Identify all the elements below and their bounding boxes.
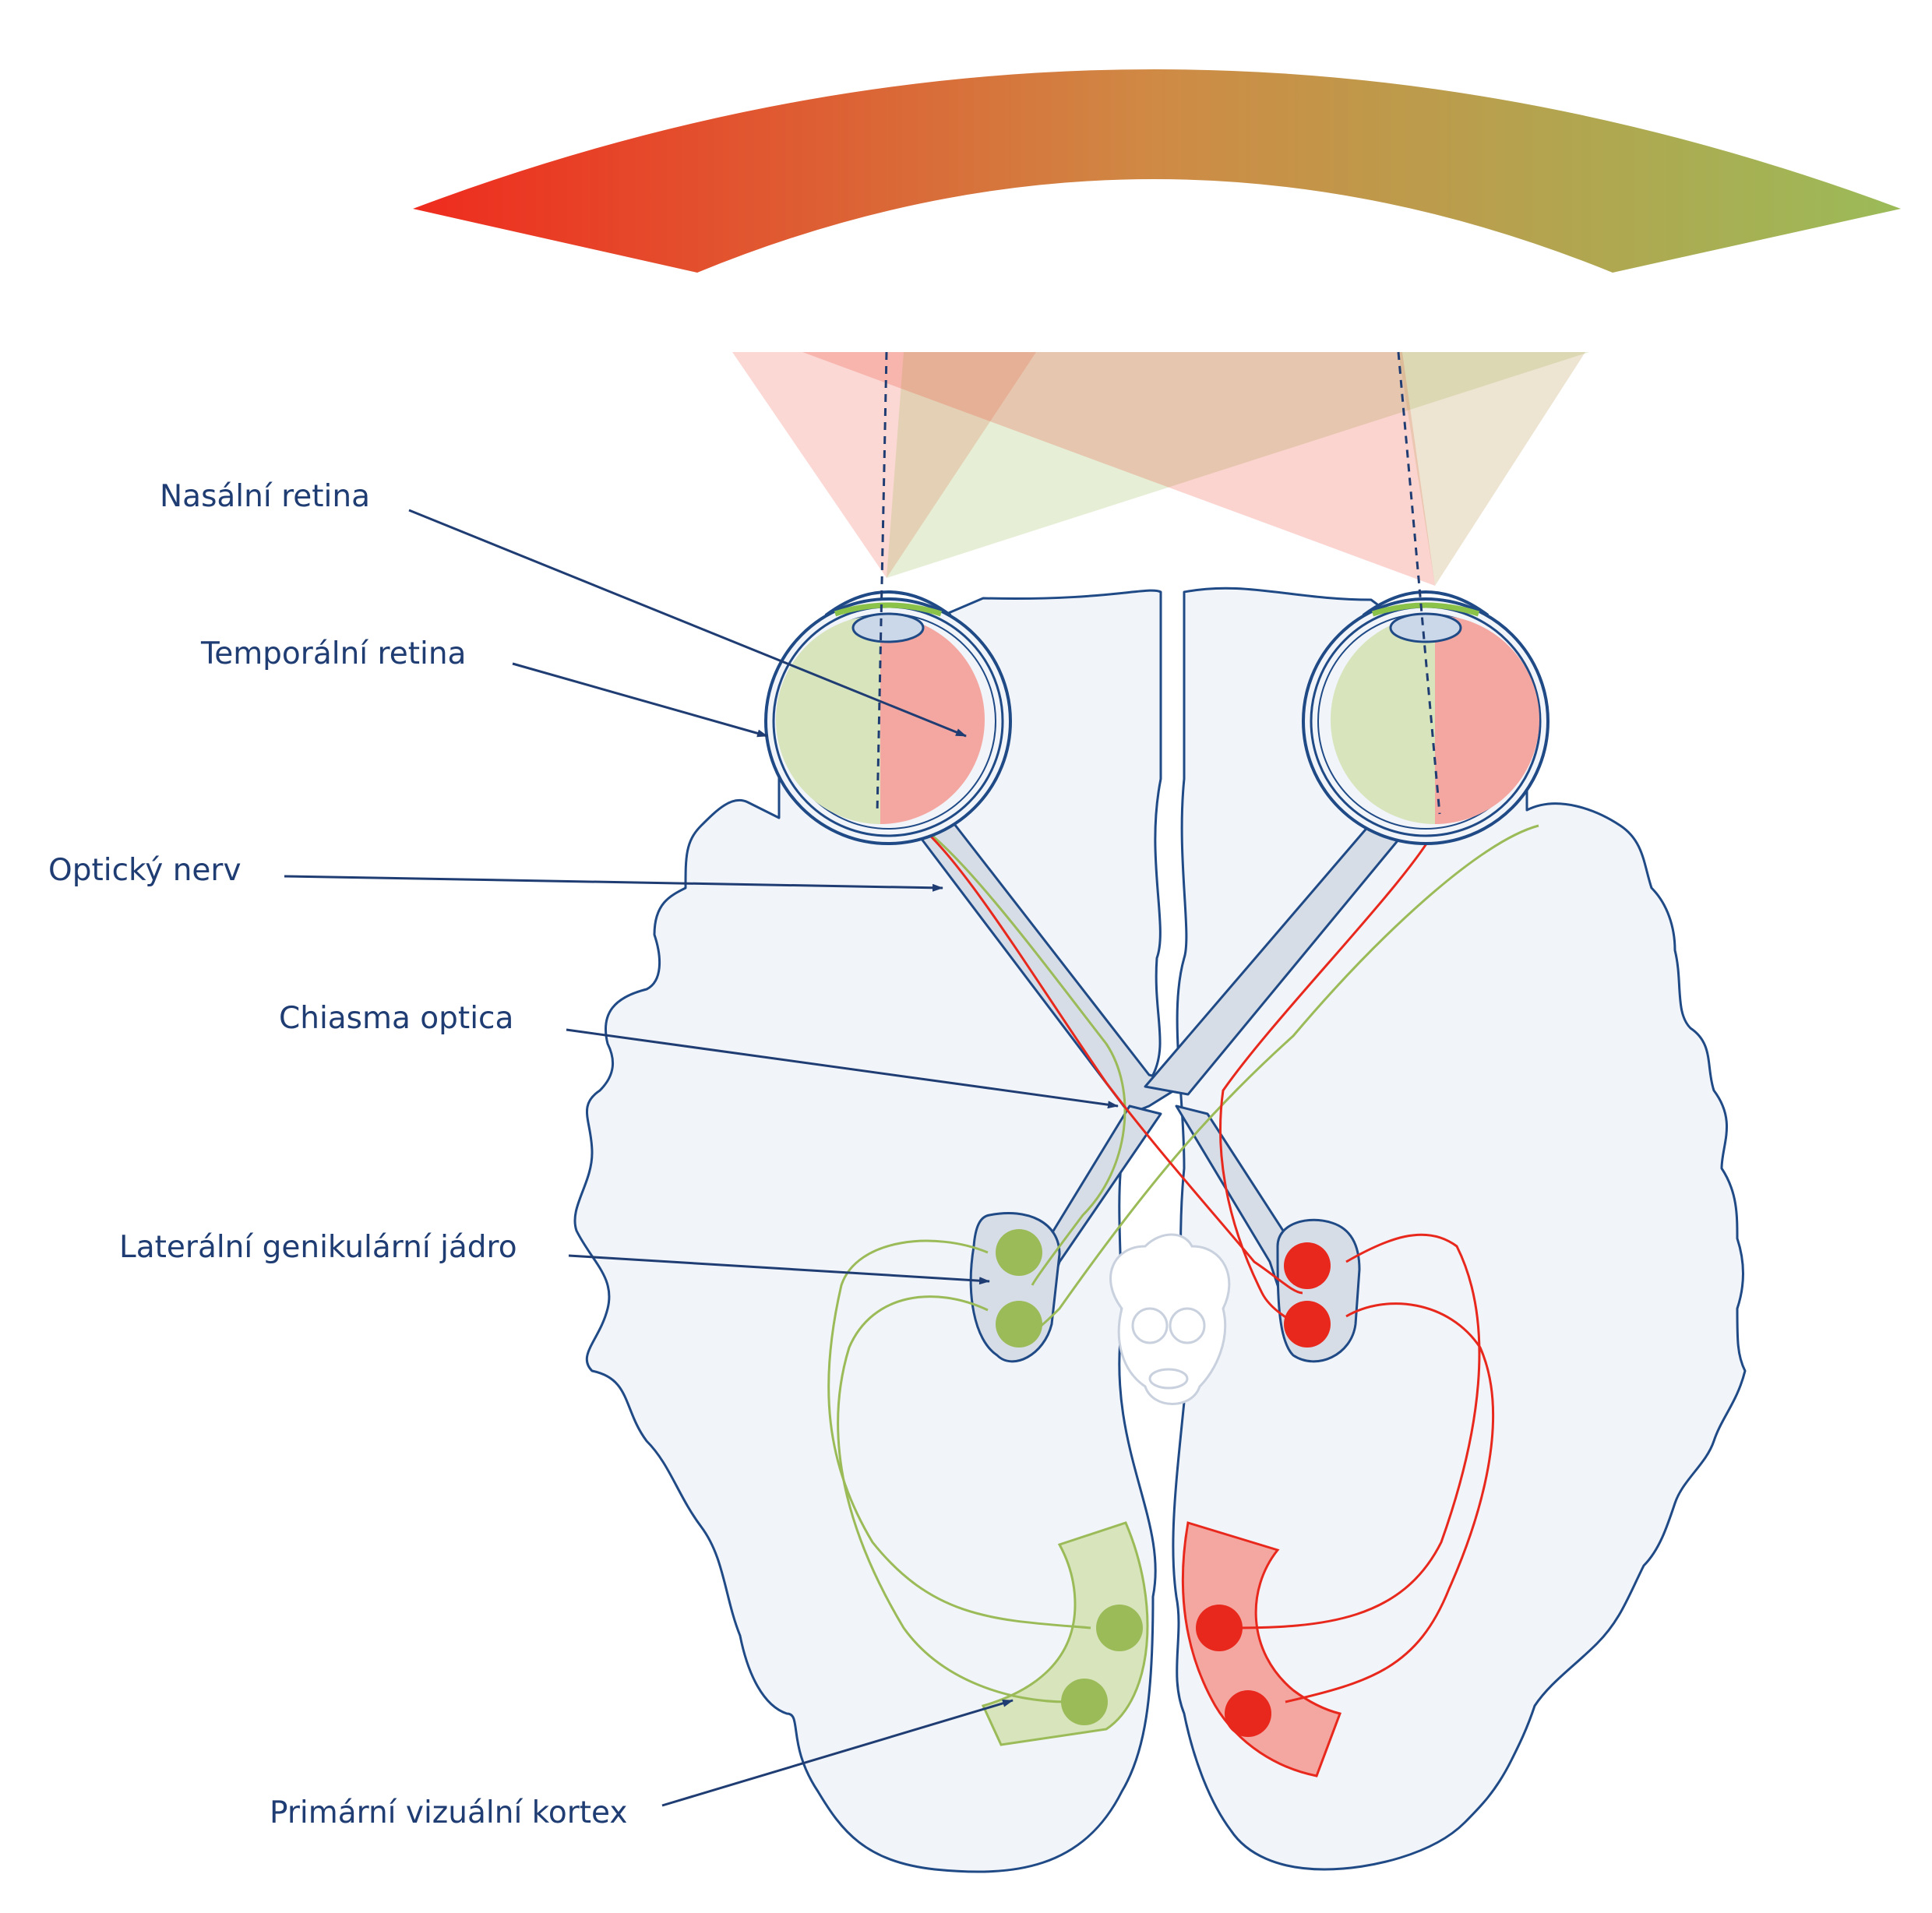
pointer-optic-chiasm bbox=[566, 1028, 1119, 1109]
right-eye-temporal-retina bbox=[1435, 615, 1539, 824]
visual-field-arc bbox=[413, 69, 1901, 273]
visual-cortex-left bbox=[981, 1521, 1149, 1746]
left-eye bbox=[764, 351, 1012, 845]
left-eye-cornea bbox=[824, 590, 952, 617]
label-lgn: Laterální genikulární jádro bbox=[119, 1230, 517, 1265]
lgn-right-upper-dot bbox=[1284, 1242, 1331, 1289]
left-eye-lens bbox=[851, 612, 925, 643]
midbrain-aqueduct bbox=[1148, 1368, 1189, 1390]
field-of-view-cones bbox=[732, 352, 1589, 586]
lgn-right-lower-dot bbox=[1284, 1301, 1331, 1348]
label-visual-cortex: Primární vizuální kortex bbox=[270, 1795, 627, 1830]
visual-cortex-right bbox=[1181, 1521, 1341, 1777]
pointer-lgn bbox=[568, 1254, 990, 1285]
label-optic-nerve: Optický nerv bbox=[48, 853, 242, 888]
right-eye bbox=[1302, 351, 1549, 845]
midbrain-left-colliculus bbox=[1131, 1307, 1169, 1344]
left-eye-nasal-retina bbox=[880, 615, 985, 824]
left-eye-green-cone bbox=[887, 352, 1589, 578]
midbrain bbox=[1109, 1233, 1231, 1405]
cortex-left-upper-dot bbox=[1096, 1605, 1143, 1651]
cortex-right-upper-dot bbox=[1196, 1605, 1243, 1651]
right-eye-nasal-retina bbox=[1331, 615, 1435, 824]
midbrain-right-colliculus bbox=[1169, 1307, 1206, 1344]
cortex-left-lower-dot bbox=[1061, 1679, 1108, 1725]
right-eye-lens bbox=[1389, 612, 1462, 643]
right-eye-cornea bbox=[1362, 590, 1490, 617]
label-optic-chiasm: Chiasma optica bbox=[279, 1001, 513, 1036]
pointer-temporal-retina bbox=[512, 662, 768, 738]
lgn-left-upper-dot bbox=[996, 1229, 1042, 1276]
left-eye-temporal-retina bbox=[776, 615, 880, 824]
lgn-left-lower-dot bbox=[996, 1301, 1042, 1348]
red-pathway bbox=[918, 669, 1494, 1703]
label-nasal-retina: Nasální retina bbox=[160, 479, 370, 514]
pointer-visual-cortex bbox=[661, 1699, 1014, 1807]
right-eye-green-cone bbox=[1398, 352, 1585, 586]
pointer-optic-nerve bbox=[284, 875, 943, 892]
pointer-nasal-retina bbox=[408, 509, 967, 738]
cortex-right-lower-dot bbox=[1225, 1690, 1271, 1737]
right-eye-red-cone bbox=[802, 352, 1435, 586]
label-temporal-retina: Temporální retina bbox=[200, 636, 466, 671]
